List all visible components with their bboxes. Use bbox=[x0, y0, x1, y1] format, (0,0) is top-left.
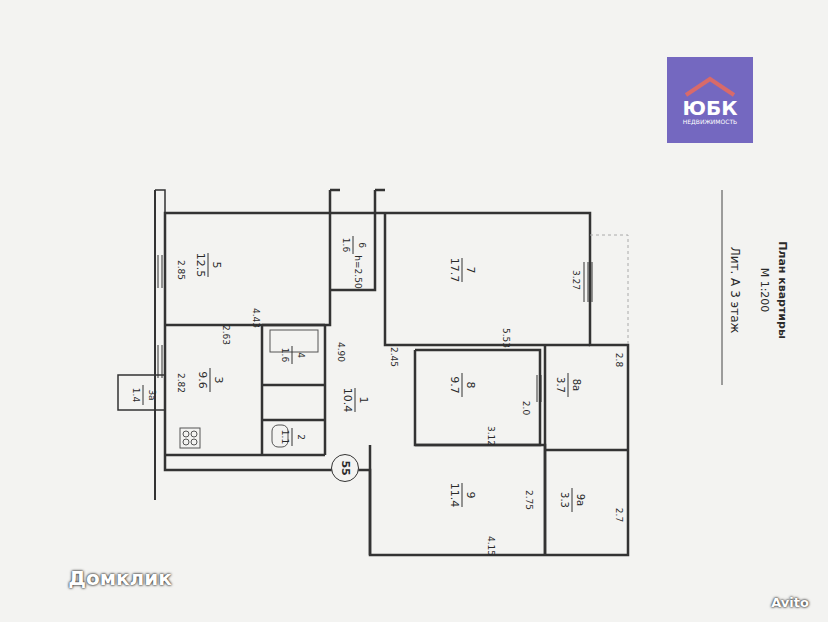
room-area: 12.5 bbox=[195, 253, 206, 278]
logo-text: ЮБК bbox=[682, 97, 737, 119]
room-area: 1.6 bbox=[280, 348, 289, 362]
room-area: 10.4 bbox=[342, 388, 353, 413]
walls bbox=[118, 190, 628, 555]
dimension: h=2.50 bbox=[353, 255, 362, 288]
room-number: 3 bbox=[213, 377, 224, 384]
dimension: 2.8 bbox=[614, 353, 623, 367]
room-number: 5 bbox=[211, 262, 222, 269]
room-number: 2 bbox=[296, 434, 305, 440]
room-number: 7 bbox=[465, 267, 476, 274]
room-number: 8 bbox=[465, 382, 476, 389]
room-number: 1 bbox=[358, 397, 369, 404]
plan-title: План квартиры bbox=[777, 241, 788, 339]
room-area: 3.7 bbox=[555, 377, 565, 393]
watermark: Домклик bbox=[68, 568, 172, 588]
room-area: 3.3 bbox=[559, 492, 569, 508]
dimension: 2.82 bbox=[176, 373, 185, 393]
windows bbox=[158, 255, 592, 402]
room-number: 4 bbox=[296, 352, 305, 358]
logo-text: НЕДВИЖИМОСТЬ bbox=[683, 119, 737, 126]
watermark: Avito bbox=[771, 596, 809, 609]
room-area: 1.4 bbox=[131, 388, 140, 402]
house-icon bbox=[680, 75, 740, 97]
dimension: 2.0 bbox=[521, 401, 530, 415]
room-area: 1.1 bbox=[280, 430, 289, 444]
room-area: 17.7 bbox=[449, 258, 460, 283]
fixtures bbox=[180, 330, 318, 448]
room-area: 1.6 bbox=[341, 238, 350, 252]
title-underline bbox=[722, 190, 723, 385]
callout-number: 55 bbox=[339, 460, 351, 475]
room-number: 9 bbox=[465, 492, 476, 499]
dimension: 5.53 bbox=[501, 328, 510, 348]
room-number: 8а bbox=[571, 379, 581, 392]
dimension: 3.12 bbox=[486, 426, 495, 446]
dimension: 3.27 bbox=[571, 270, 580, 290]
logo-badge: ЮБКНЕДВИЖИМОСТЬ bbox=[667, 57, 753, 143]
room-area: 9.6 bbox=[197, 371, 208, 389]
room-area: 11.4 bbox=[449, 483, 460, 508]
scale: М 1:200 bbox=[759, 268, 770, 313]
room-number: 3а bbox=[147, 389, 156, 400]
dimension: 2.75 bbox=[524, 490, 533, 510]
dimension: 4.90 bbox=[336, 342, 345, 362]
dimension: 2.85 bbox=[176, 260, 185, 280]
dimension: 2.7 bbox=[614, 508, 623, 522]
room-area: 9.7 bbox=[449, 376, 460, 394]
room-number: 6 bbox=[357, 242, 366, 248]
fraction-bars bbox=[143, 236, 572, 512]
dimension: 2.63 bbox=[221, 325, 230, 345]
roof-line bbox=[686, 79, 734, 95]
dimension: 4.43 bbox=[251, 308, 260, 328]
sheet-note: Лит. А 3 этаж bbox=[729, 247, 741, 334]
callout-circle: 55 bbox=[331, 454, 359, 482]
dimension: 2.45 bbox=[389, 347, 398, 367]
room-number: 9а bbox=[575, 494, 585, 507]
outline-dashes bbox=[590, 235, 628, 345]
dimension: 4.15 bbox=[486, 536, 495, 556]
